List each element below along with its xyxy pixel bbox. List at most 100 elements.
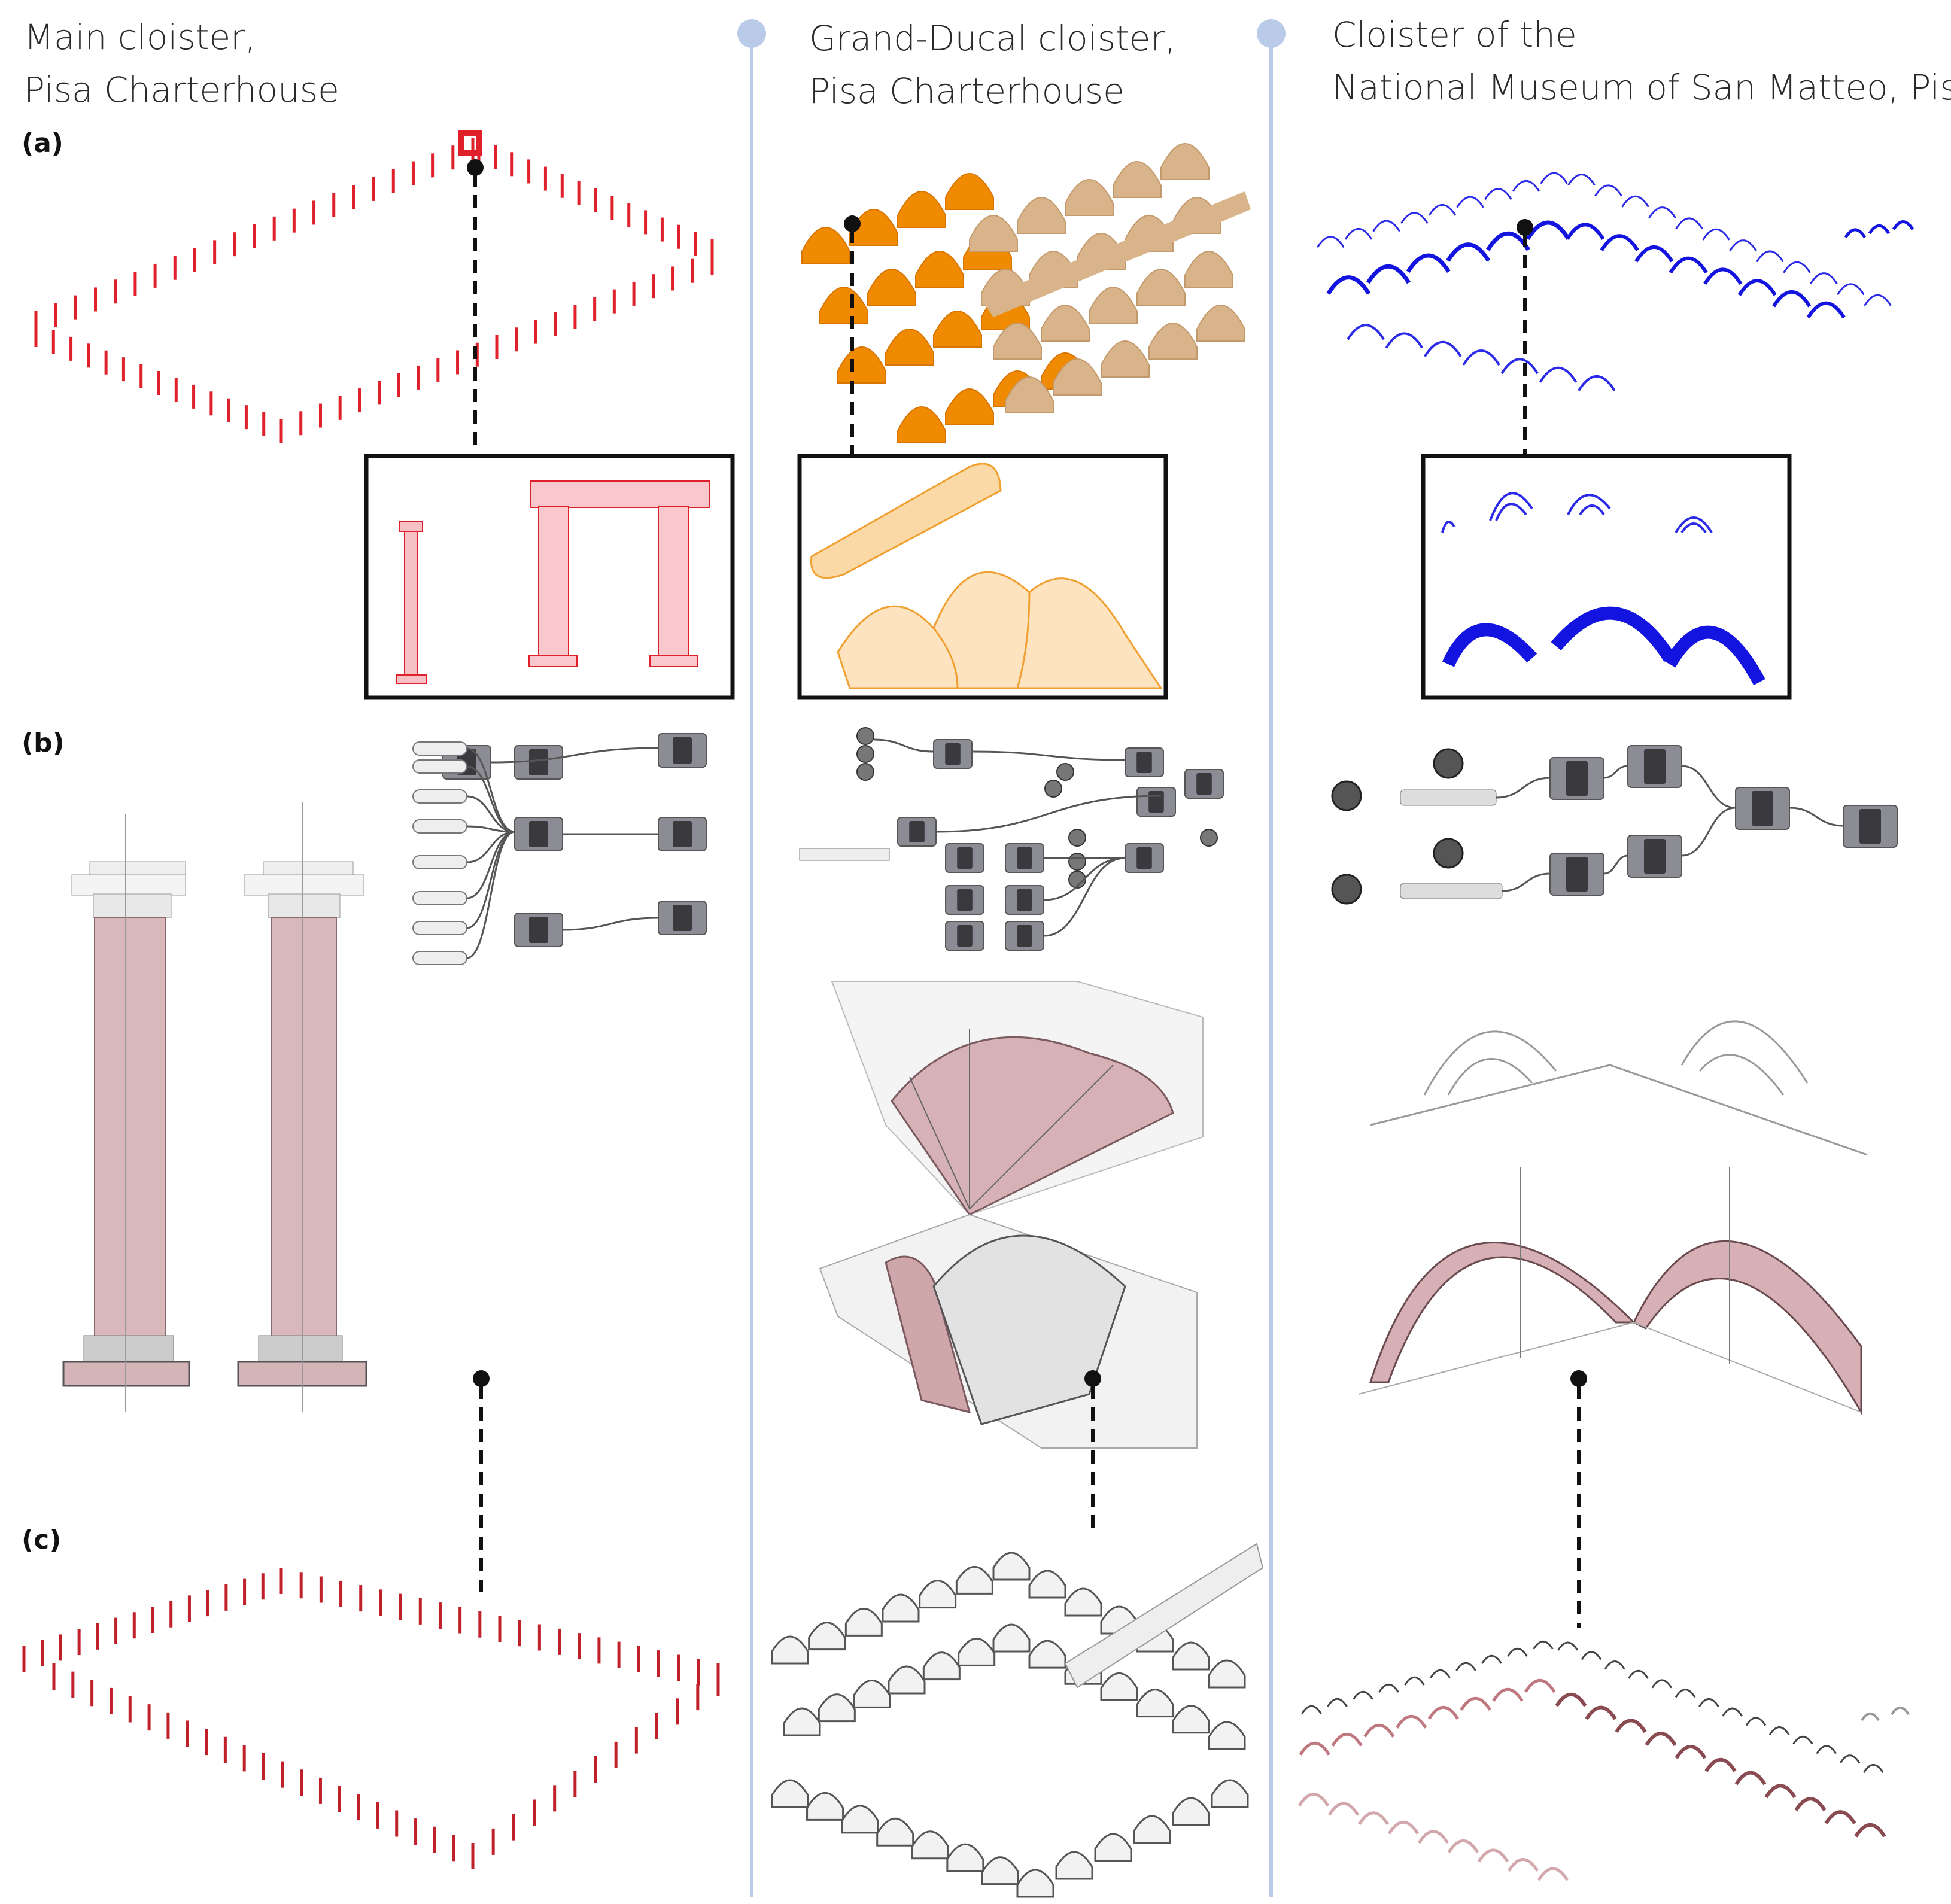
vault-model [946, 1843, 984, 1872]
arch-mark [1567, 174, 1596, 185]
graph-param [412, 759, 467, 774]
graph-wire [935, 795, 1162, 833]
graph-node-body [1644, 839, 1666, 874]
col3-zoom-large-arches [1442, 606, 1765, 686]
barrel-vault-model [1064, 1543, 1264, 1689]
vault-bay [1041, 305, 1090, 342]
vault-model [1028, 1640, 1066, 1669]
arch-model [1507, 1647, 1528, 1657]
vault-bay [969, 215, 1018, 252]
vault-bay [1184, 251, 1233, 288]
graph-node-body [529, 821, 548, 847]
graph-param [412, 921, 467, 935]
arch-mark [1892, 220, 1914, 230]
vault-model [1208, 1659, 1246, 1689]
graph-wire [1603, 765, 1628, 779]
arch-model [1430, 1669, 1451, 1678]
arch-model [1792, 1735, 1813, 1745]
vault-bay [1136, 269, 1186, 306]
vault-bay [897, 191, 946, 228]
graph-node-body [1196, 773, 1212, 795]
col3-zoom-box-icon [1421, 454, 1792, 700]
graph-slider [1400, 883, 1503, 899]
graph-wire [466, 765, 515, 833]
arch-mark [1512, 180, 1540, 192]
barrel-vault [981, 191, 1251, 317]
graph-param [412, 891, 467, 905]
vault-model [1211, 1779, 1249, 1808]
col3-result-arch-cloister [1297, 1640, 1910, 1881]
arch-mark [1347, 324, 1385, 340]
vault-model [1016, 1869, 1054, 1898]
col2-zoom-cross-vaults [837, 571, 1163, 689]
arch-mark [1600, 234, 1639, 251]
vault-bay [945, 173, 994, 210]
arch-model [1427, 1706, 1459, 1720]
graph-wire [873, 738, 934, 753]
arch-model [1404, 1676, 1425, 1686]
arch-model [1524, 1679, 1556, 1693]
arch-mark [1326, 275, 1371, 295]
graph-param [1200, 829, 1218, 847]
vault-bay [1005, 376, 1054, 413]
arch-model [1353, 1690, 1373, 1700]
vault-model [771, 1635, 809, 1665]
graph-wire [562, 917, 659, 931]
arch-mark [1737, 279, 1777, 296]
arch-model [1698, 1698, 1719, 1707]
arch-model [1839, 1754, 1861, 1764]
graph-wire [1043, 857, 1126, 901]
graph-node-body [1566, 857, 1588, 892]
vault-bay [1148, 323, 1198, 360]
arch-mark [1400, 212, 1429, 224]
vault-bay [945, 388, 994, 425]
vault-model [853, 1679, 891, 1708]
graph-param [1056, 763, 1074, 781]
col3-title-line2: National Museum of San Matteo, Pisa [1332, 67, 1951, 108]
arch-model [1891, 1706, 1910, 1716]
arch-mark [1675, 217, 1703, 230]
arch-mark [1621, 195, 1649, 208]
arch-mark [1462, 349, 1500, 366]
arch-mark [1729, 239, 1757, 251]
graph-param [1068, 871, 1086, 889]
vault-model [1172, 1641, 1210, 1671]
graph-slider [1400, 789, 1497, 806]
arch-mark [1578, 375, 1616, 391]
arch-model [1816, 1745, 1837, 1754]
col2-vault-model-top [831, 981, 1204, 1216]
vault-bay [1065, 179, 1114, 216]
panel-label-a: (a) [22, 128, 63, 159]
vault-bay [933, 311, 982, 348]
divider-1-dot-icon [737, 19, 766, 48]
arch-model [1557, 1641, 1578, 1651]
graph-param [412, 789, 467, 804]
arch-mark [1868, 224, 1891, 235]
divider-2-dot-icon [1257, 19, 1286, 48]
col1-column-model-left [62, 814, 190, 1412]
arch-model [1555, 1692, 1587, 1707]
arch-mark [1539, 366, 1578, 383]
col1-column-model-right [237, 802, 367, 1412]
graph-wire [1681, 765, 1736, 809]
arch-mark [1594, 184, 1622, 197]
vault-model [1028, 1570, 1066, 1599]
col3-connector-dot-b-icon [1570, 1370, 1587, 1387]
vault-bay [993, 323, 1042, 360]
arch-model [1460, 1697, 1491, 1711]
col1-title-line2: Pisa Charterhouse [24, 69, 339, 110]
arch-model [1363, 1724, 1395, 1738]
arch-model [1447, 1839, 1479, 1853]
arch-model [1477, 1848, 1509, 1863]
arch-model [1331, 1733, 1363, 1747]
graph-param [1044, 780, 1062, 798]
col3-zoom-small-arches [1441, 492, 1713, 534]
vault-bay [1113, 161, 1162, 198]
arch-mark [1540, 172, 1568, 184]
graph-wire [1496, 777, 1551, 799]
graph-wire [490, 747, 659, 764]
arch-mark [1772, 290, 1812, 308]
vault-model [876, 1817, 914, 1847]
vault-model [1055, 1851, 1093, 1880]
arch-model [1768, 1726, 1790, 1736]
